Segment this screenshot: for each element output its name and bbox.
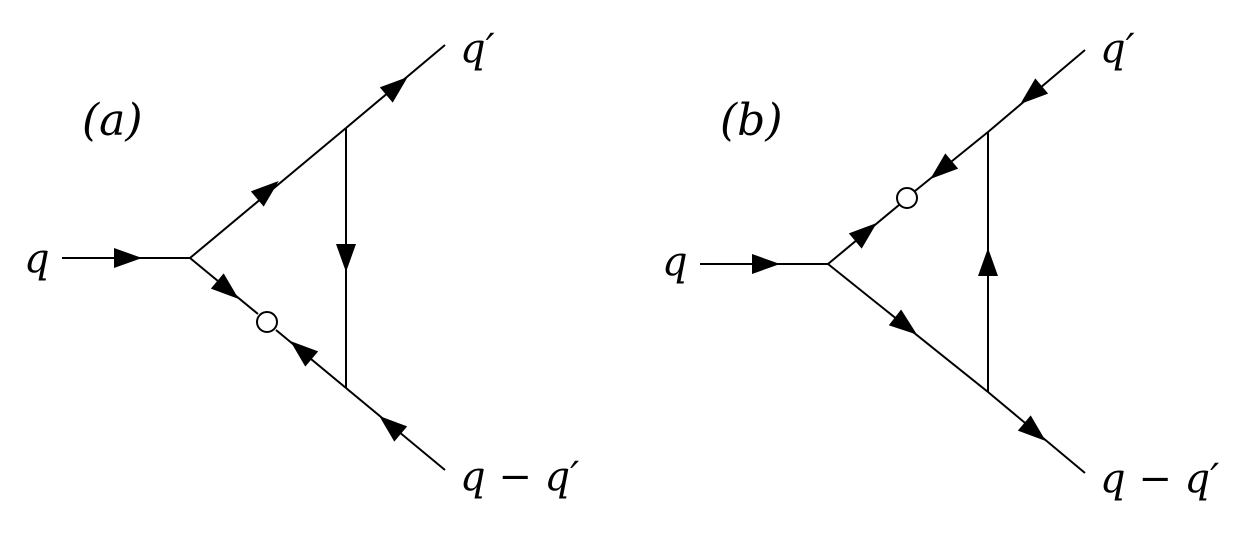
diagram-a: (a) q q′ q − q′ — [24, 26, 579, 500]
arrow-lower-internal-b — [888, 309, 918, 335]
arrow-upper-internal-in-b — [848, 223, 877, 249]
marked-vertex-a — [256, 311, 278, 333]
upper-momentum-label-a: q′ — [460, 26, 495, 72]
arrow-upper-internal-out-b — [930, 153, 959, 179]
arrow-incoming-a — [114, 248, 142, 268]
incoming-momentum-label-a: q — [24, 236, 50, 282]
arrow-upper-external-b — [1020, 78, 1049, 104]
arrow-lower-external-b — [1017, 415, 1046, 441]
arrow-lower-internal-in-a — [210, 273, 239, 299]
incoming-momentum-label-b: q — [662, 239, 688, 285]
lower-momentum-label-a: q − q′ — [460, 454, 579, 500]
arrow-upper-external-a — [379, 77, 408, 103]
arrow-vertical-a — [336, 244, 356, 272]
lower-momentum-label-b: q − q′ — [1100, 456, 1219, 502]
diagram-b: (b) q q′ q − q′ — [662, 26, 1219, 502]
arrow-upper-internal-a — [250, 181, 279, 207]
arrow-lower-external-a — [379, 416, 408, 442]
panel-label-b: (b) — [720, 95, 783, 146]
arrow-vertical-b — [978, 248, 998, 276]
arrow-lower-internal-out-a — [290, 341, 319, 367]
upper-momentum-label-b: q′ — [1100, 26, 1135, 72]
marked-vertex-b — [896, 187, 918, 209]
arrow-incoming-b — [752, 254, 780, 274]
panel-label-a: (a) — [82, 95, 143, 146]
